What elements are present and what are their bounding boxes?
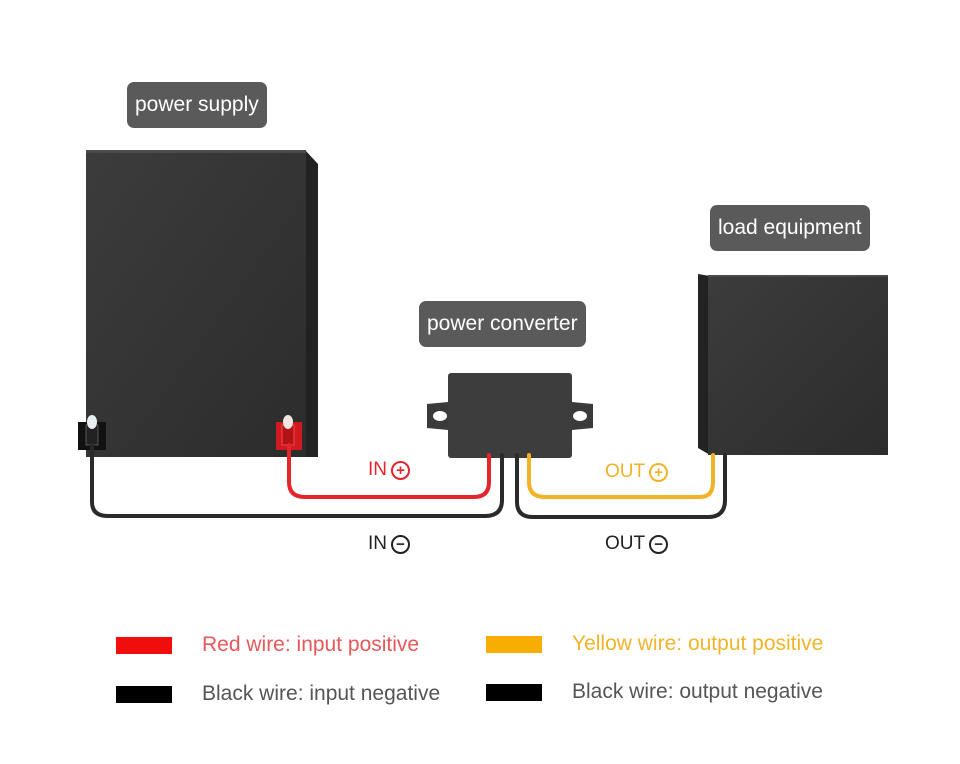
legend-item-black-output: Black wire: output negative xyxy=(486,680,823,704)
red-wire xyxy=(287,443,491,499)
out-negative-text: OUT xyxy=(605,533,646,554)
wires xyxy=(90,443,727,519)
black-wire-output xyxy=(515,453,727,519)
legend-text-black-output: Black wire: output negative xyxy=(572,680,823,703)
black-swatch-output xyxy=(486,683,542,701)
black-swatch-input xyxy=(116,685,172,703)
plus-icon: + xyxy=(649,462,669,482)
load-equipment-label: load equipment xyxy=(710,205,870,251)
yellow-swatch xyxy=(486,635,542,653)
in-positive-label: IN + xyxy=(368,458,410,482)
out-positive-label: OUT + xyxy=(605,460,669,484)
minus-icon: − xyxy=(649,534,669,554)
legend-text-yellow: Yellow wire: output positive xyxy=(572,632,824,655)
negative-terminal xyxy=(78,415,106,450)
yellow-wire xyxy=(527,453,715,499)
out-positive-text: OUT xyxy=(605,461,646,482)
red-swatch xyxy=(116,636,172,654)
black-wire-input xyxy=(90,443,504,518)
legend-item-yellow: Yellow wire: output positive xyxy=(486,632,823,656)
legend-item-red: Red wire: input positive xyxy=(116,633,419,657)
legend-text-red: Red wire: input positive xyxy=(202,633,420,656)
in-negative-text: IN xyxy=(368,533,387,554)
power-supply-box xyxy=(86,150,318,457)
power-converter-box xyxy=(427,373,593,458)
power-supply-label: power supply xyxy=(127,82,267,128)
out-negative-label: OUT − xyxy=(605,532,669,556)
plus-icon: + xyxy=(391,460,410,480)
positive-terminal xyxy=(276,415,302,450)
load-equipment-box xyxy=(698,274,888,455)
minus-icon: − xyxy=(391,534,410,554)
in-negative-label: IN − xyxy=(368,532,410,556)
power-converter-label: power converter xyxy=(419,301,586,347)
legend-item-black-input: Black wire: input negative xyxy=(116,682,440,706)
legend-text-black-input: Black wire: input negative xyxy=(202,682,441,705)
in-positive-text: IN xyxy=(368,459,387,480)
